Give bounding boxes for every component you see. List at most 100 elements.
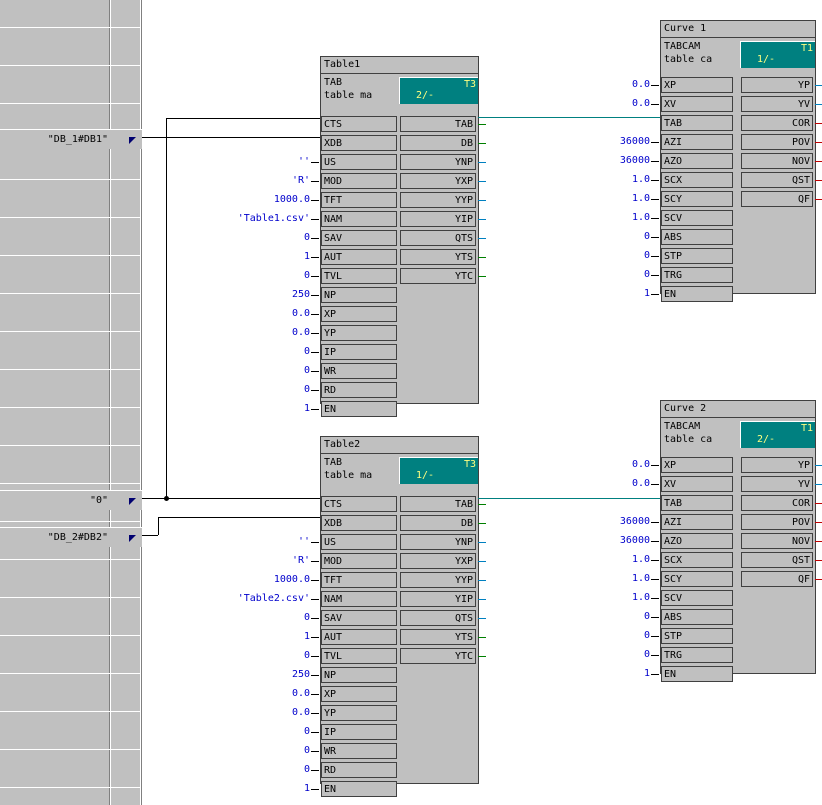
input-pin-scv[interactable]: SCV (661, 210, 733, 226)
input-value-xp[interactable]: 0.0 (631, 79, 650, 90)
input-value-mod[interactable]: 'R' (291, 175, 310, 186)
input-pin-en[interactable]: EN (321, 781, 397, 797)
input-pin-tvl[interactable]: TVL (321, 648, 397, 664)
input-value-rd[interactable]: 0 (303, 384, 310, 395)
output-pin-ynp[interactable]: YNP (400, 534, 476, 550)
output-pin-yip[interactable]: YIP (400, 591, 476, 607)
input-pin-aut[interactable]: AUT (321, 249, 397, 265)
input-value-ip[interactable]: 0 (303, 726, 310, 737)
input-value-wr[interactable]: 0 (303, 745, 310, 756)
input-pin-xp[interactable]: XP (661, 77, 733, 93)
sheet-input-ref[interactable]: "DB_2#DB2" (0, 527, 142, 547)
input-pin-aut[interactable]: AUT (321, 629, 397, 645)
input-value-us[interactable]: '' (297, 536, 310, 547)
output-pin-qts[interactable]: QTS (400, 230, 476, 246)
output-pin-yyp[interactable]: YYP (400, 572, 476, 588)
output-pin-qst[interactable]: QST (741, 552, 813, 568)
input-pin-nam[interactable]: NAM (321, 591, 397, 607)
input-pin-xp[interactable]: XP (321, 686, 397, 702)
input-value-np[interactable]: 250 (291, 669, 310, 680)
input-pin-xp[interactable]: XP (321, 306, 397, 322)
input-pin-tft[interactable]: TFT (321, 572, 397, 588)
input-value-abs[interactable]: 0 (643, 231, 650, 242)
input-value-scy[interactable]: 1.0 (631, 193, 650, 204)
input-pin-sav[interactable]: SAV (321, 230, 397, 246)
input-value-tft[interactable]: 1000.0 (273, 574, 310, 585)
output-pin-yip[interactable]: YIP (400, 211, 476, 227)
input-value-tvl[interactable]: 0 (303, 270, 310, 281)
input-value-stp[interactable]: 0 (643, 630, 650, 641)
input-pin-en[interactable]: EN (661, 286, 733, 302)
input-pin-stp[interactable]: STP (661, 628, 733, 644)
input-value-scv[interactable]: 1.0 (631, 592, 650, 603)
output-pin-pov[interactable]: POV (741, 134, 813, 150)
input-value-xv[interactable]: 0.0 (631, 98, 650, 109)
input-value-scx[interactable]: 1.0 (631, 554, 650, 565)
input-value-azi[interactable]: 36000 (619, 136, 650, 147)
input-pin-cts[interactable]: CTS (321, 496, 397, 512)
input-value-scv[interactable]: 1.0 (631, 212, 650, 223)
output-pin-yts[interactable]: YTS (400, 249, 476, 265)
input-value-sav[interactable]: 0 (303, 612, 310, 623)
output-pin-nov[interactable]: NOV (741, 153, 813, 169)
input-value-scy[interactable]: 1.0 (631, 573, 650, 584)
input-pin-ip[interactable]: IP (321, 344, 397, 360)
sheet-input-ref[interactable]: "0" (0, 490, 142, 510)
output-pin-yyp[interactable]: YYP (400, 192, 476, 208)
input-value-azo[interactable]: 36000 (619, 155, 650, 166)
input-pin-tvl[interactable]: TVL (321, 268, 397, 284)
input-pin-en[interactable]: EN (321, 401, 397, 417)
output-pin-tab[interactable]: TAB (400, 116, 476, 132)
input-pin-en[interactable]: EN (661, 666, 733, 682)
output-pin-ytc[interactable]: YTC (400, 648, 476, 664)
input-value-xv[interactable]: 0.0 (631, 478, 650, 489)
input-value-tft[interactable]: 1000.0 (273, 194, 310, 205)
input-pin-scy[interactable]: SCY (661, 191, 733, 207)
output-pin-yp[interactable]: YP (741, 457, 813, 473)
input-pin-scx[interactable]: SCX (661, 172, 733, 188)
input-value-xp[interactable]: 0.0 (631, 459, 650, 470)
output-pin-yv[interactable]: YV (741, 476, 813, 492)
output-pin-cor[interactable]: COR (741, 495, 813, 511)
input-value-stp[interactable]: 0 (643, 250, 650, 261)
input-value-xp[interactable]: 0.0 (291, 308, 310, 319)
input-pin-rd[interactable]: RD (321, 382, 397, 398)
output-pin-pov[interactable]: POV (741, 514, 813, 530)
input-pin-azi[interactable]: AZI (661, 134, 733, 150)
input-pin-ip[interactable]: IP (321, 724, 397, 740)
input-pin-tab[interactable]: TAB (661, 115, 733, 131)
input-pin-abs[interactable]: ABS (661, 229, 733, 245)
input-pin-abs[interactable]: ABS (661, 609, 733, 625)
input-pin-mod[interactable]: MOD (321, 553, 397, 569)
output-pin-yts[interactable]: YTS (400, 629, 476, 645)
input-pin-np[interactable]: NP (321, 287, 397, 303)
input-value-nam[interactable]: 'Table2.csv' (237, 593, 310, 604)
input-pin-nam[interactable]: NAM (321, 211, 397, 227)
input-pin-yp[interactable]: YP (321, 325, 397, 341)
input-value-en[interactable]: 1 (303, 403, 310, 414)
output-pin-yp[interactable]: YP (741, 77, 813, 93)
input-value-azo[interactable]: 36000 (619, 535, 650, 546)
output-pin-db[interactable]: DB (400, 135, 476, 151)
input-value-mod[interactable]: 'R' (291, 555, 310, 566)
input-value-scx[interactable]: 1.0 (631, 174, 650, 185)
output-pin-yxp[interactable]: YXP (400, 553, 476, 569)
input-pin-xp[interactable]: XP (661, 457, 733, 473)
output-pin-cor[interactable]: COR (741, 115, 813, 131)
input-pin-xdb[interactable]: XDB (321, 135, 397, 151)
input-value-trg[interactable]: 0 (643, 269, 650, 280)
output-pin-yv[interactable]: YV (741, 96, 813, 112)
output-pin-ytc[interactable]: YTC (400, 268, 476, 284)
input-pin-azi[interactable]: AZI (661, 514, 733, 530)
input-pin-rd[interactable]: RD (321, 762, 397, 778)
sheet-input-ref[interactable]: "DB_1#DB1" (0, 129, 142, 149)
input-value-trg[interactable]: 0 (643, 649, 650, 660)
input-pin-trg[interactable]: TRG (661, 267, 733, 283)
input-value-abs[interactable]: 0 (643, 611, 650, 622)
output-pin-qst[interactable]: QST (741, 172, 813, 188)
input-pin-np[interactable]: NP (321, 667, 397, 683)
input-pin-cts[interactable]: CTS (321, 116, 397, 132)
input-value-sav[interactable]: 0 (303, 232, 310, 243)
output-pin-qf[interactable]: QF (741, 571, 813, 587)
input-pin-yp[interactable]: YP (321, 705, 397, 721)
